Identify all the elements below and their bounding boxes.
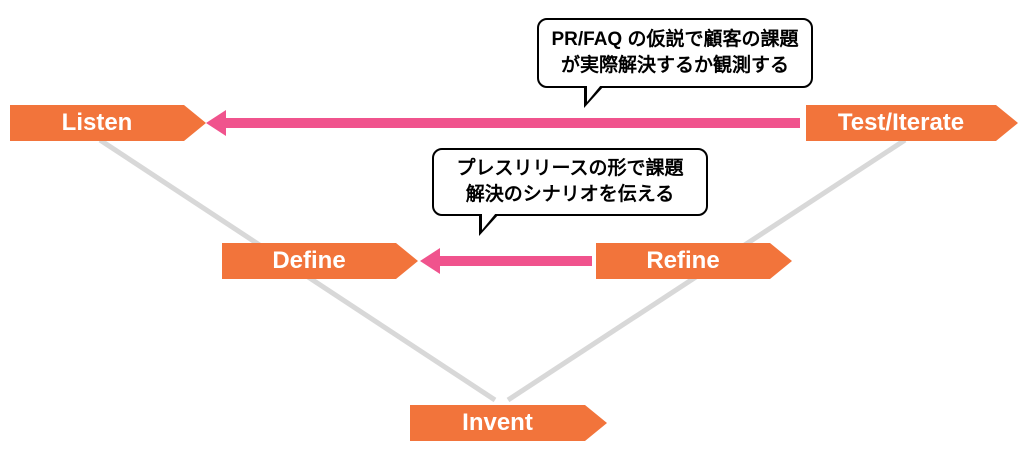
- callout-text-line: 解決のシナリオを伝える: [465, 184, 675, 205]
- arrow-shaft: [439, 256, 592, 266]
- callout-prfaq-hypothesis: PR/FAQ の仮説で顧客の課題 が実際解決するか観測する: [537, 18, 813, 108]
- callout-press-release: プレスリリースの形で課題 解決のシナリオを伝える: [432, 148, 708, 236]
- node-listen: Listen: [10, 105, 206, 141]
- arrow-test-to-listen: [206, 110, 800, 136]
- arrow-shaft: [225, 118, 800, 128]
- arrow-refine-to-define: [420, 248, 592, 274]
- callout-text-line: プレスリリースの形で課題: [456, 157, 684, 179]
- arrowhead-left-icon: [420, 248, 440, 274]
- node-invent: Invent: [410, 405, 607, 441]
- node-refine: Refine: [596, 243, 792, 279]
- arrowhead-left-icon: [206, 110, 226, 136]
- node-test-iterate: Test/Iterate: [806, 105, 1018, 141]
- node-define: Define: [222, 243, 418, 279]
- callout-text-line: PR/FAQ の仮説で顧客の課題: [551, 28, 799, 50]
- callout-text-line: が実際解決するか観測する: [560, 55, 789, 76]
